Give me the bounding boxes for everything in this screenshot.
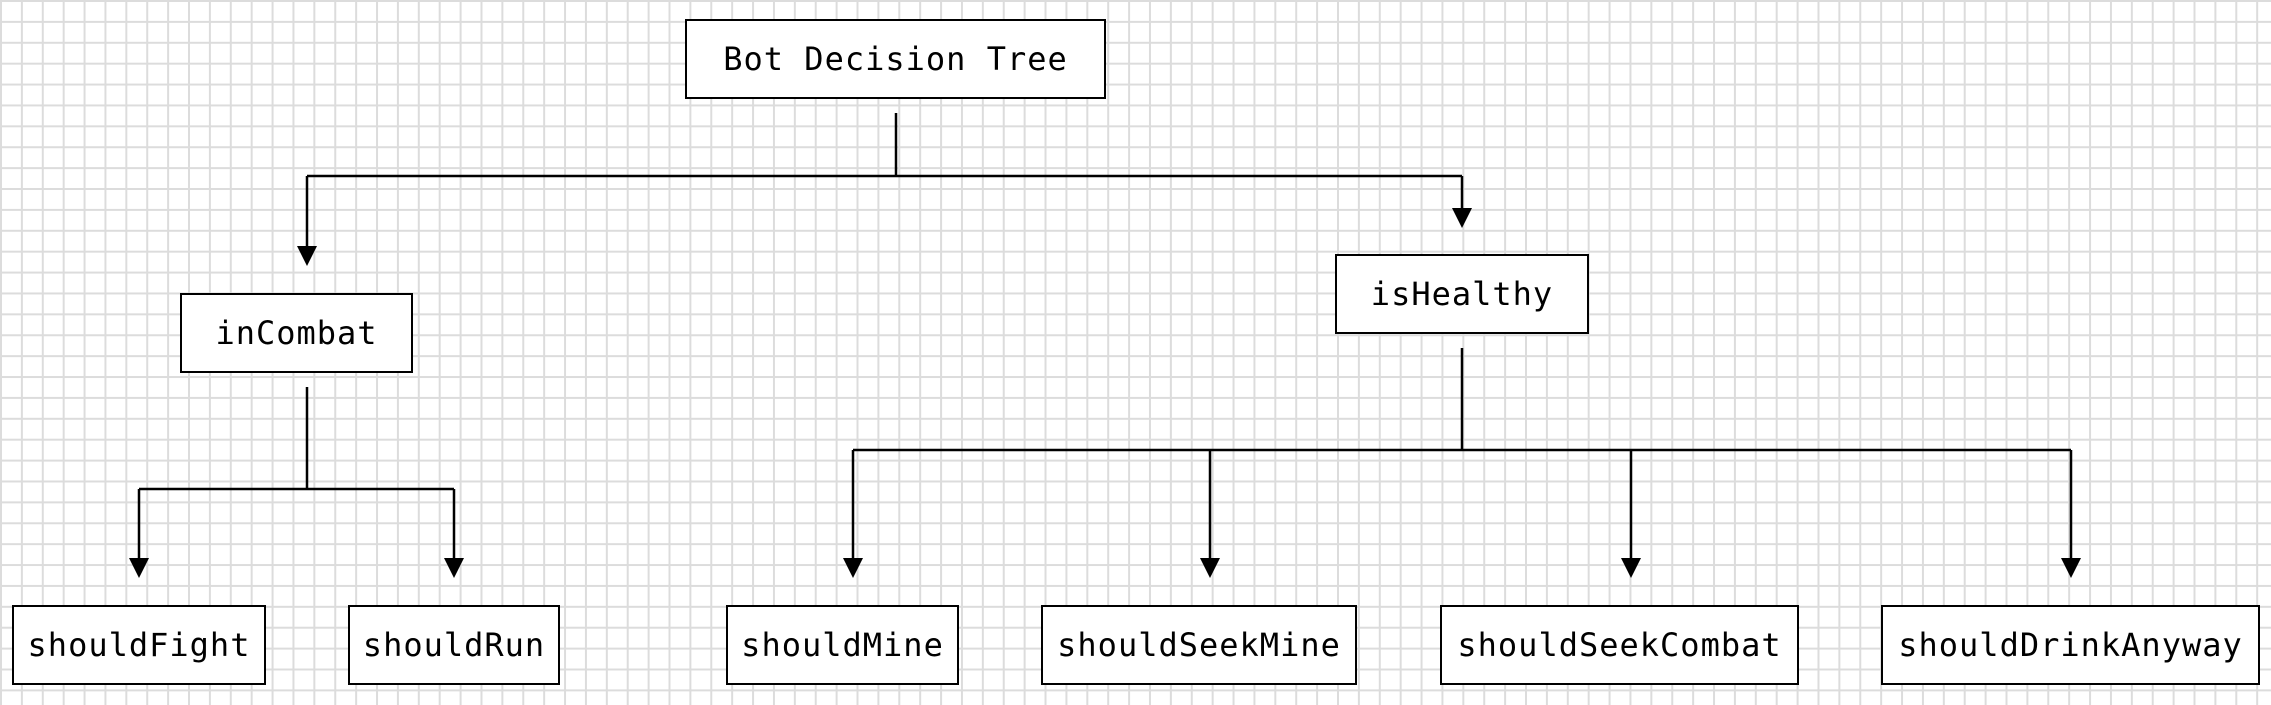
- node-label: shouldSeekCombat: [1457, 626, 1782, 664]
- node-should-drink-anyway: shouldDrinkAnyway: [1881, 605, 2260, 685]
- arrow-head-should-run: [444, 558, 464, 578]
- node-should-seek-mine: shouldSeekMine: [1041, 605, 1357, 685]
- node-should-fight: shouldFight: [12, 605, 266, 685]
- node-should-seek-combat: shouldSeekCombat: [1440, 605, 1799, 685]
- arrow-head-should-seek-combat: [1621, 558, 1641, 578]
- node-label: inCombat: [215, 314, 378, 352]
- arrow-head-should-mine: [843, 558, 863, 578]
- arrow-head-should-drink-anyway: [2061, 558, 2081, 578]
- node-label: shouldDrinkAnyway: [1898, 626, 2243, 664]
- node-label: isHealthy: [1370, 275, 1554, 313]
- node-is-healthy: isHealthy: [1335, 254, 1589, 334]
- node-label: shouldFight: [27, 626, 251, 664]
- arrow-head-should-seek-mine: [1200, 558, 1220, 578]
- node-label: shouldRun: [362, 626, 546, 664]
- node-should-mine: shouldMine: [726, 605, 959, 685]
- node-label: shouldSeekMine: [1057, 626, 1341, 664]
- node-label: shouldMine: [741, 626, 944, 664]
- arrow-head-is-healthy: [1452, 208, 1472, 228]
- arrow-head-in-combat: [297, 246, 317, 266]
- arrow-head-should-fight: [129, 558, 149, 578]
- node-root: Bot Decision Tree: [685, 19, 1106, 99]
- node-label: Bot Decision Tree: [723, 40, 1068, 78]
- node-should-run: shouldRun: [348, 605, 560, 685]
- node-in-combat: inCombat: [180, 293, 413, 373]
